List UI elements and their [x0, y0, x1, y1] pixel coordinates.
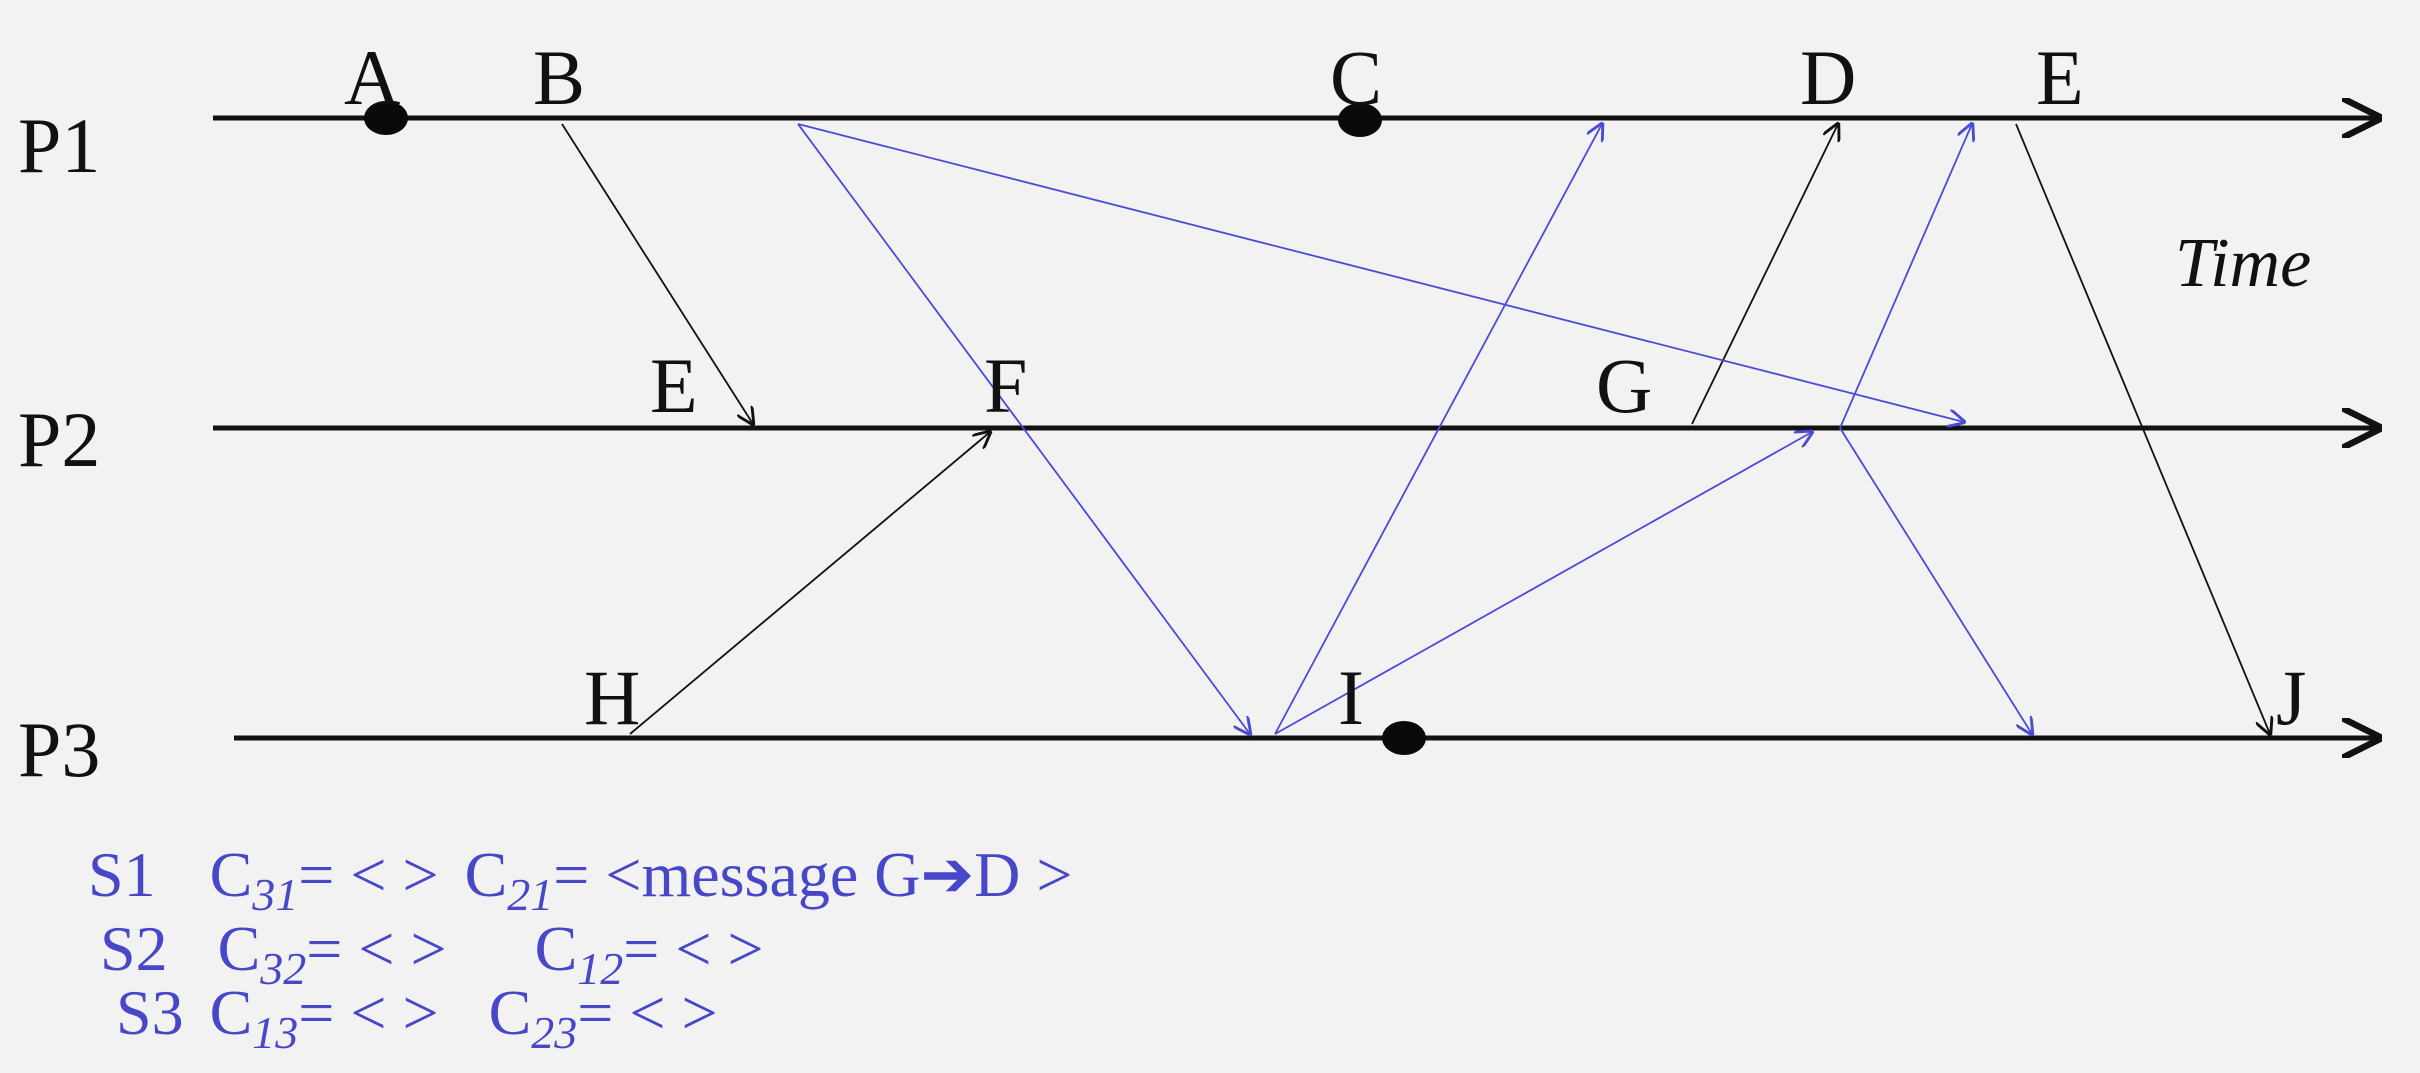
channel-name: C: [210, 977, 253, 1048]
channel-value: = < >: [298, 977, 438, 1048]
snapshot-label: S1: [88, 839, 156, 910]
marker-p2-to-p1: [1839, 124, 1972, 429]
channel-name: C: [218, 913, 261, 984]
snapshot-dot-c: [1338, 103, 1382, 137]
channel-value: = < >: [306, 913, 446, 984]
channel-states: S1 C31= < > C21= <message G➔D > S2 C32= …: [88, 839, 1072, 1058]
channel-value: = < >: [298, 839, 438, 910]
channel-subscript: 13: [252, 1007, 298, 1058]
snapshot-label: S3: [116, 977, 184, 1048]
channel-name: C: [535, 913, 578, 984]
channel-value-tail: D >: [974, 839, 1072, 910]
marker-p2-to-p3: [1839, 427, 2032, 734]
event-label-g: G: [1596, 342, 1652, 429]
channel-name: C: [210, 839, 253, 910]
channel-name: C: [489, 977, 532, 1048]
snapshot-dot-i: [1382, 721, 1426, 755]
channel-subscript: 31: [251, 869, 298, 920]
marker-p3-to-p2: [1274, 432, 1812, 735]
message-g-to-d: [1691, 124, 1838, 425]
snapshot-row-s3: S3 C13= < > C23= < >: [116, 977, 718, 1058]
event-label-j: J: [2276, 654, 2306, 741]
event-label-i: I: [1338, 654, 1364, 741]
event-label-d: D: [1800, 34, 1856, 121]
channel-subscript: 12: [577, 943, 623, 994]
snapshot-dot-a: [364, 101, 408, 135]
channel-name: C: [465, 839, 508, 910]
channel-value: = <message G: [553, 839, 920, 910]
channel-value: = < >: [577, 977, 717, 1048]
event-label-b: B: [533, 34, 585, 121]
process-label-p2: P2: [18, 396, 100, 483]
event-label-h: H: [584, 654, 640, 741]
marker-p1-to-p2: [797, 123, 1964, 422]
event-label-a: A: [344, 34, 400, 121]
process-label-p3: P3: [18, 706, 100, 793]
channel-subscript: 23: [531, 1007, 577, 1058]
channel-subscript: 32: [259, 943, 306, 994]
marker-p3-to-p1: [1274, 124, 1602, 735]
snapshot-row-s2: S2 C32= < > C12= < >: [100, 913, 764, 994]
event-label-c: C: [1330, 34, 1382, 121]
channel-value: = < >: [623, 913, 763, 984]
event-label-e-p2: E: [650, 342, 698, 429]
snapshot-label: S2: [100, 913, 168, 984]
snapshot-row-s1: S1 C31= < > C21= <message G➔D >: [88, 839, 1072, 920]
process-label-p1: P1: [18, 102, 100, 189]
right-arrow-icon: ➔: [920, 839, 974, 910]
message-b-to-e: [561, 123, 753, 424]
event-label-f: F: [984, 342, 1027, 429]
message-h-to-f: [629, 432, 990, 735]
marker-p1-to-p3: [797, 123, 1250, 734]
event-label-e-p1: E: [2036, 34, 2084, 121]
message-e-to-j: [2015, 123, 2270, 734]
time-label: Time: [2175, 225, 2311, 302]
channel-subscript: 21: [507, 869, 553, 920]
